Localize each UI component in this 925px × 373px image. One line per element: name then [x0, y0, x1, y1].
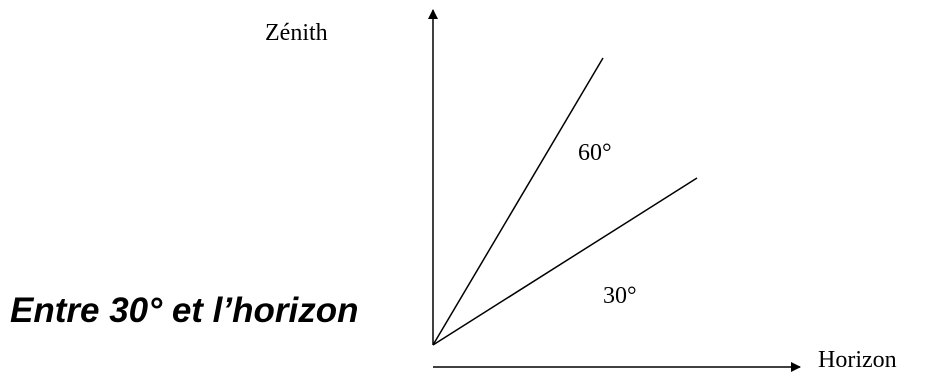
ray-60-degrees — [432, 57, 604, 346]
ray-30-degrees — [432, 177, 698, 346]
horizon-label: Horizon — [818, 347, 897, 373]
angle-60-label: 60° — [578, 140, 612, 166]
caption-text: Entre 30° et l’horizon — [10, 291, 359, 330]
angle-30-label: 30° — [603, 283, 637, 309]
zenith-label: Zénith — [265, 20, 328, 46]
